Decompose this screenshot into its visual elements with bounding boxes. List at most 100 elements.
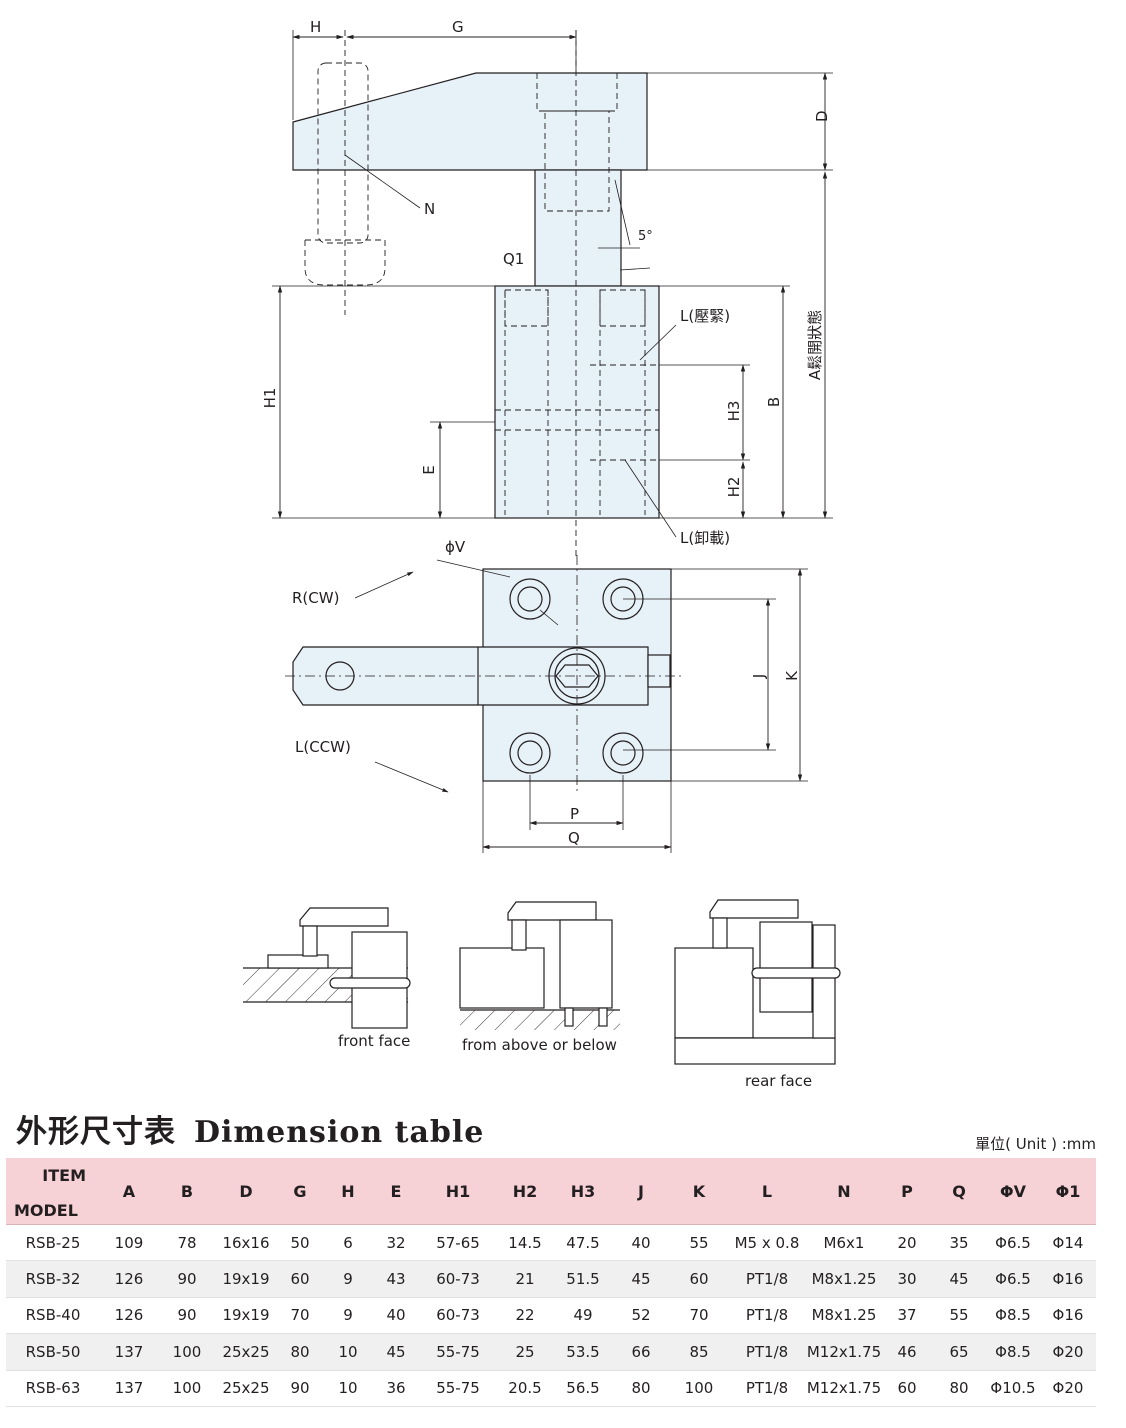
table-cell: Φ8.5 — [986, 1297, 1040, 1335]
label-K: K — [783, 670, 801, 681]
header-a: A — [100, 1158, 158, 1225]
table-cell: 35 — [932, 1224, 986, 1262]
table-cell: 10 — [324, 1370, 372, 1407]
table-cell: 55 — [670, 1224, 728, 1262]
model-cell: RSB-50 — [6, 1333, 100, 1371]
table-cell: 70 — [276, 1297, 324, 1335]
table-cell: 47.5 — [554, 1224, 612, 1262]
table-cell: 109 — [100, 1224, 158, 1262]
table-cell: 40 — [372, 1297, 420, 1335]
table-cell: PT1/8 — [728, 1333, 806, 1371]
table-cell: 56.5 — [554, 1370, 612, 1407]
table-cell: 85 — [670, 1333, 728, 1371]
table-cell: 21 — [496, 1260, 554, 1298]
table-cell: 65 — [932, 1333, 986, 1371]
table-cell: 19x19 — [216, 1297, 276, 1335]
table-cell: 80 — [276, 1333, 324, 1371]
table-cell: 36 — [372, 1370, 420, 1407]
table-cell: 60 — [882, 1370, 932, 1407]
header-k: K — [670, 1158, 728, 1225]
table-cell: M12x1.75 — [806, 1333, 882, 1371]
model-cell: RSB-40 — [6, 1297, 100, 1335]
table-cell: 60 — [670, 1260, 728, 1298]
table-cell: 20.5 — [496, 1370, 554, 1407]
label-J: J — [750, 674, 768, 679]
header-v: ΦV — [986, 1158, 1040, 1225]
table-cell: 43 — [372, 1260, 420, 1298]
header-h1: H1 — [420, 1158, 496, 1225]
table-cell: 52 — [612, 1297, 670, 1335]
table-cell: 66 — [612, 1333, 670, 1371]
table-cell: 40 — [612, 1224, 670, 1262]
label-A-open: A鬆開狀態 — [806, 310, 824, 380]
table-cell: 60 — [276, 1260, 324, 1298]
label-phiV: ϕV — [445, 538, 466, 556]
label-R-cw: R(CW) — [292, 589, 339, 607]
table-cell: 60-73 — [420, 1260, 496, 1298]
mounting-holes — [509, 578, 644, 774]
header-g: G — [276, 1158, 324, 1225]
side-view — [272, 30, 833, 560]
header-model: MODEL — [14, 1201, 78, 1220]
header-item: ITEM — [42, 1166, 86, 1185]
header-corner: ITEM MODEL — [6, 1158, 100, 1225]
label-D: D — [813, 110, 831, 122]
table-cell: PT1/8 — [728, 1260, 806, 1298]
header-e: E — [372, 1158, 420, 1225]
table-cell: 19x19 — [216, 1260, 276, 1298]
label-G: G — [452, 18, 464, 36]
table-cell: 126 — [100, 1297, 158, 1335]
header-1: Φ1 — [1040, 1158, 1096, 1225]
header-h3: H3 — [554, 1158, 612, 1225]
table-cell: 70 — [670, 1297, 728, 1335]
table-cell: 30 — [882, 1260, 932, 1298]
cylinder-body — [494, 285, 660, 519]
table-cell: 80 — [612, 1370, 670, 1407]
illustration-from-above — [459, 901, 620, 1030]
table-cell: 137 — [100, 1370, 158, 1407]
table-cell: 50 — [276, 1224, 324, 1262]
table-cell: Φ20 — [1040, 1370, 1096, 1407]
table-cell: 20 — [882, 1224, 932, 1262]
table-cell: M6x1 — [806, 1224, 882, 1262]
table-cell: 25x25 — [216, 1370, 276, 1407]
table-title-cn: 外形尺寸表 — [16, 1114, 176, 1150]
table-cell: 100 — [158, 1370, 216, 1407]
table-cell: 25x25 — [216, 1333, 276, 1371]
header-j: J — [612, 1158, 670, 1225]
table-cell: 137 — [100, 1333, 158, 1371]
table-cell: 100 — [670, 1370, 728, 1407]
table-cell: PT1/8 — [728, 1370, 806, 1407]
table-cell: 14.5 — [496, 1224, 554, 1262]
label-N: N — [424, 200, 435, 218]
table-cell: 55 — [932, 1297, 986, 1335]
clamp-arm — [292, 72, 648, 171]
table-cell: 60-73 — [420, 1297, 496, 1335]
table-cell: 6 — [324, 1224, 372, 1262]
mounting-illustrations — [243, 899, 841, 1065]
label-angle: 5° — [638, 229, 653, 244]
table-cell: 9 — [324, 1260, 372, 1298]
table-cell: 45 — [932, 1260, 986, 1298]
header-h2: H2 — [496, 1158, 554, 1225]
header-h: H — [324, 1158, 372, 1225]
table-cell: M8x1.25 — [806, 1297, 882, 1335]
label-Q: Q — [568, 829, 580, 847]
model-cell: RSB-32 — [6, 1260, 100, 1298]
table-cell: Φ6.5 — [986, 1224, 1040, 1262]
table-cell: 37 — [882, 1297, 932, 1335]
label-H3: H3 — [725, 401, 743, 422]
table-cell: Φ16 — [1040, 1260, 1096, 1298]
label-B: B — [765, 397, 783, 407]
table-cell: 45 — [372, 1333, 420, 1371]
table-cell: M8x1.25 — [806, 1260, 882, 1298]
table-cell: 10 — [324, 1333, 372, 1371]
illustration-rear-face — [674, 899, 841, 1065]
